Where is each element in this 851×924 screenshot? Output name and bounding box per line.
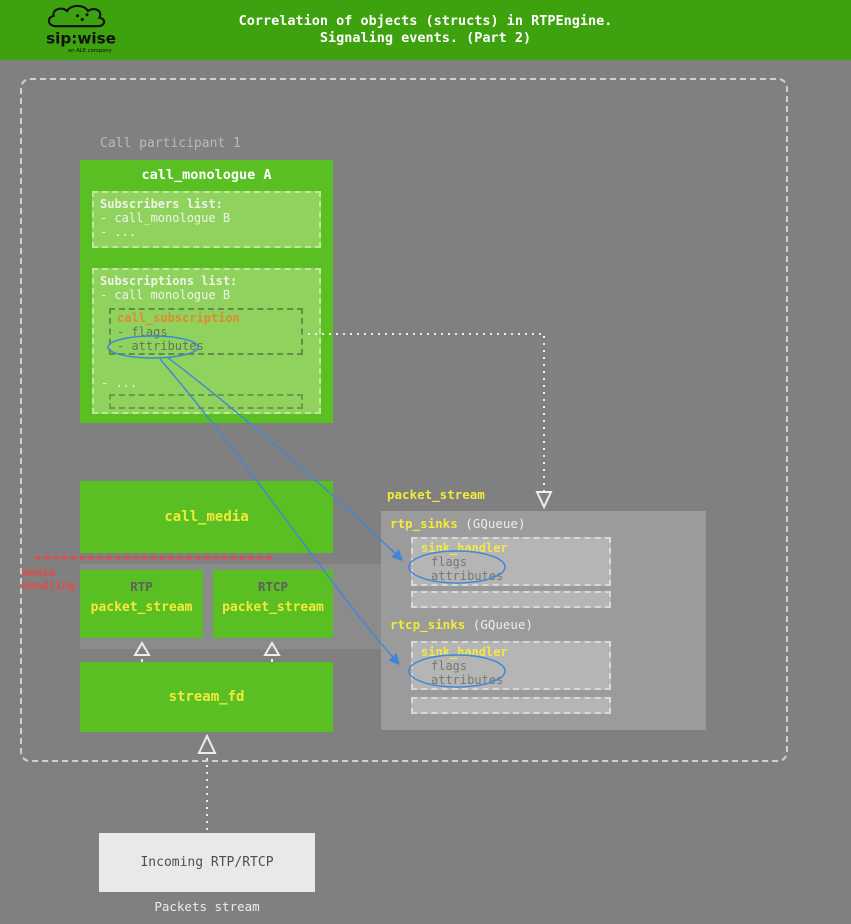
page-title: Correlation of objects (structs) in RTPE… [239,13,613,47]
rtcp-sink-handler-box: sink_handler flags attributes [411,641,611,690]
stream-fd-box: stream_fd [80,662,333,732]
brand-text: sip:wise [46,29,116,47]
rtcp-sink-handler-attributes: attributes [431,673,504,687]
rtcp-label: RTCP [257,579,289,594]
call-subscription-flags: - flags [117,325,168,339]
subscriptions-item-more: - ... [101,376,138,390]
call-subscription-box: call_subscription - flags - attributes [109,308,303,355]
subscribers-item-more: - ... [100,225,137,239]
rtcp-sinks-row: rtcp_sinks (GQueue) [390,617,533,632]
rtcp-sink-handler-title: sink_handler [421,645,508,659]
rtp-label: RTP [130,579,153,594]
rtcp-sinks-type: (GQueue) [472,617,534,632]
rtcp-sink-handler-flags: flags [431,659,468,673]
incoming-rtp-rtcp-box: Incoming RTP/RTCP [99,833,315,892]
subscription-empty-slot [109,394,303,409]
brand-tagline: an ALE company [68,48,112,54]
media-handling-label: media handling [22,566,75,592]
cloud-dot-1 [75,14,80,18]
subscribers-heading: Subscribers list: [100,197,223,211]
cloud-icon [47,5,106,28]
subscriptions-list-box: Subscriptions list: - call monologue B c… [92,268,321,414]
subscribers-item: - call_monologue B [100,211,231,225]
subscriptions-item: - call monologue B [100,288,231,302]
call-media-title: call_media [164,509,249,525]
packets-stream-label: Packets stream [154,899,260,914]
rtp-sinks-name: rtp_sinks [390,516,458,531]
sipwise-logo: sip:wise an ALE company [46,5,116,54]
call-participant-frame [20,78,788,762]
cloud-dot-3 [85,13,89,17]
incoming-rtp-rtcp-title: Incoming RTP/RTCP [140,855,274,870]
rtcp-packet-stream-title: packet_stream [222,600,324,615]
header-bar: sip:wise an ALE company Correlation of o… [0,0,851,60]
rtcp-sink-empty-slot [411,697,611,714]
cloud-dot-2 [80,18,84,22]
participant-label: Call participant 1 [100,136,241,151]
rtp-packet-stream-box: RTP packet_stream [80,570,203,638]
call-monologue-box: call_monologue A Subscribers list: - cal… [80,160,333,423]
call-monologue-title: call_monologue A [141,167,272,183]
media-handling-divider [35,556,272,559]
rtp-sinks-type: (GQueue) [465,516,526,531]
rtp-sinks-row: rtp_sinks (GQueue) [390,516,525,531]
rtp-sink-empty-slot [411,591,611,608]
rtp-sink-handler-flags: flags [431,555,468,569]
packet-stream-panel: rtp_sinks (GQueue) sink_handler flags at… [381,511,706,730]
page-title-line1: Correlation of objects (structs) in RTPE… [238,13,613,29]
rtcp-packet-stream-box: RTCP packet_stream [213,570,333,638]
rtp-sink-handler-box: sink_handler flags attributes [411,537,611,586]
rtp-packet-stream-title: packet_stream [90,600,193,615]
call-subscription-title: call_subscription [117,311,240,325]
subscriptions-heading: Subscriptions list: [100,274,238,288]
subscribers-list-box: Subscribers list: - call_monologue B - .… [92,191,321,248]
stream-fd-title: stream_fd [168,689,245,705]
rtcp-sinks-name: rtcp_sinks [390,617,466,632]
rtp-sink-handler-attributes: attributes [431,569,504,583]
rtp-sink-handler-title: sink_handler [421,541,508,555]
page-title-line2: Signaling events. (Part 2) [319,30,532,46]
packet-stream-panel-label: packet_stream [387,487,485,502]
call-subscription-attributes: - attributes [117,339,204,353]
call-media-box: call_media [80,481,333,553]
